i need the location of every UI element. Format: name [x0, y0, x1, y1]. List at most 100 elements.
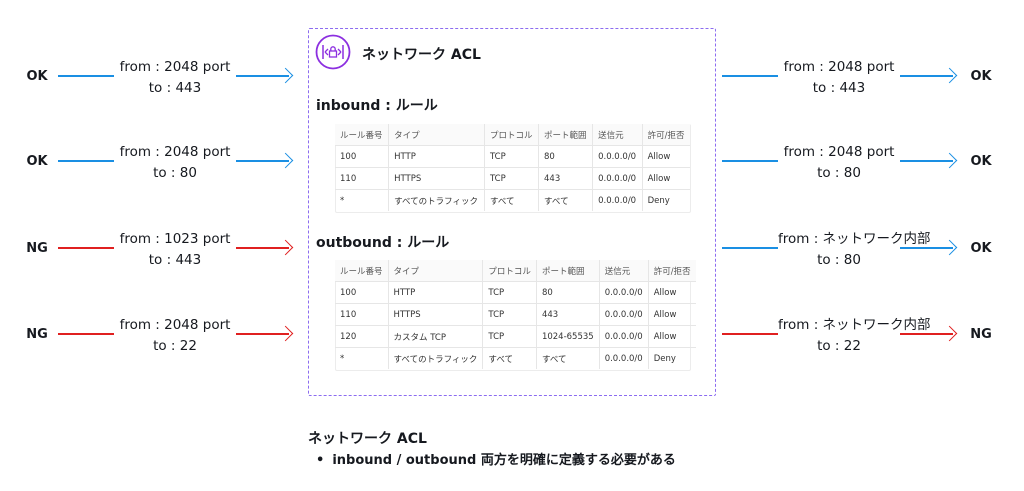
left-flow-status: NG [26, 327, 48, 342]
network-acl-icon [315, 34, 351, 70]
table-cell: 110 [335, 303, 389, 326]
table-cell: 100 [335, 281, 389, 304]
column-header: 送信元 [592, 124, 643, 146]
column-header: ポート範囲 [536, 260, 600, 282]
left-flow-status: OK [26, 154, 48, 169]
table-cell: HTTPS [388, 303, 484, 326]
flow-from: from : 2048 port [119, 317, 231, 333]
left-flow-line [58, 160, 114, 162]
flow-to: to : 80 [153, 165, 197, 181]
left-flow-arrow [236, 325, 294, 342]
flow-from: from : 2048 port [783, 59, 895, 75]
right-flow-status: OK [970, 241, 992, 256]
flow-from: from : ネットワーク内部 [778, 317, 931, 333]
outbound-title: outbound : ルール [316, 235, 450, 251]
network-acl-boundary [308, 28, 716, 396]
right-flow-arrow [900, 325, 958, 342]
table-cell: 100 [335, 145, 390, 168]
note-item: inbound / outbound 両方を明確に定義する必要がある [316, 449, 676, 468]
table-cell: * [335, 347, 389, 369]
column-header: プロトコル [484, 124, 540, 146]
left-flow-status: OK [26, 69, 48, 84]
flow-from: from : 2048 port [783, 144, 895, 160]
table-cell: 1024-65535 [536, 325, 600, 348]
left-flow-arrow [236, 239, 294, 256]
flow-to: to : 80 [817, 252, 861, 268]
table-cell: HTTP [388, 281, 484, 304]
column-header: ルール番号 [335, 260, 389, 282]
right-flow-line [722, 333, 778, 335]
flow-from: from : 1023 port [119, 231, 231, 247]
table-cell: 0.0.0.0/0 [592, 167, 643, 190]
table-cell: Allow [648, 303, 696, 326]
table-cell: TCP [484, 145, 540, 168]
note-title: ネットワーク ACL [308, 431, 427, 447]
flow-from: from : 2048 port [119, 144, 231, 160]
table-cell: 0.0.0.0/0 [592, 145, 643, 168]
left-flow-label: from : 2048 port to : 80 [115, 142, 235, 184]
column-header: 許可/拒否 [648, 260, 696, 282]
table-cell: HTTP [388, 145, 485, 168]
table-cell: TCP [482, 281, 537, 304]
table-cell: すべてのトラフィック [388, 189, 485, 211]
right-flow-status: OK [970, 154, 992, 169]
table-cell: 0.0.0.0/0 [599, 325, 649, 348]
flow-to: to : 22 [817, 338, 861, 354]
flow-from: from : 2048 port [119, 59, 231, 75]
left-flow-label: from : 2048 port to : 443 [115, 57, 235, 99]
column-header: 送信元 [599, 260, 649, 282]
table-cell: Allow [648, 281, 696, 304]
right-flow-label: from : 2048 port to : 443 [778, 57, 900, 99]
column-header: ルール番号 [335, 124, 390, 146]
flow-to: to : 22 [153, 338, 197, 354]
table-cell: Allow [642, 145, 690, 168]
table-header-row: ルール番号タイププロトコルポート範囲送信元許可/拒否 [335, 124, 690, 146]
table-cell: すべて [484, 189, 540, 211]
flow-to: to : 443 [148, 80, 202, 96]
left-flow-line [58, 333, 114, 335]
right-flow-status: NG [970, 327, 992, 342]
table-cell: 0.0.0.0/0 [599, 347, 649, 369]
left-flow-arrow [236, 67, 294, 84]
table-cell: TCP [482, 303, 537, 326]
table-cell: TCP [484, 167, 540, 190]
left-flow-line [58, 75, 114, 77]
table-cell: 443 [538, 167, 594, 190]
table-cell: 443 [536, 303, 600, 326]
column-header: タイプ [388, 124, 485, 146]
column-header: 許可/拒否 [642, 124, 690, 146]
right-flow-arrow [900, 67, 958, 84]
table-cell: カスタム TCP [388, 325, 484, 348]
table-cell: 80 [536, 281, 600, 304]
flow-to: to : 443 [812, 80, 866, 96]
table-cell: Deny [653, 353, 676, 364]
acl-title: ネットワーク ACL [362, 47, 481, 63]
column-header: プロトコル [482, 260, 537, 282]
table-cell: TCP [482, 325, 537, 348]
right-flow-line [722, 247, 778, 249]
table-cell: 110 [335, 167, 390, 190]
right-flow-status: OK [970, 69, 992, 84]
right-flow-arrow [900, 152, 958, 169]
right-flow-arrow [900, 239, 958, 256]
left-flow-label: from : 2048 port to : 22 [115, 315, 235, 357]
right-flow-line [722, 160, 778, 162]
table-cell: すべて [536, 347, 600, 369]
table-cell: すべて [482, 347, 537, 369]
left-flow-arrow [236, 152, 294, 169]
table-cell: Deny [647, 195, 670, 206]
left-flow-status: NG [26, 241, 48, 256]
inbound-title: inbound : ルール [316, 98, 438, 114]
table-cell: Allow [648, 325, 696, 348]
